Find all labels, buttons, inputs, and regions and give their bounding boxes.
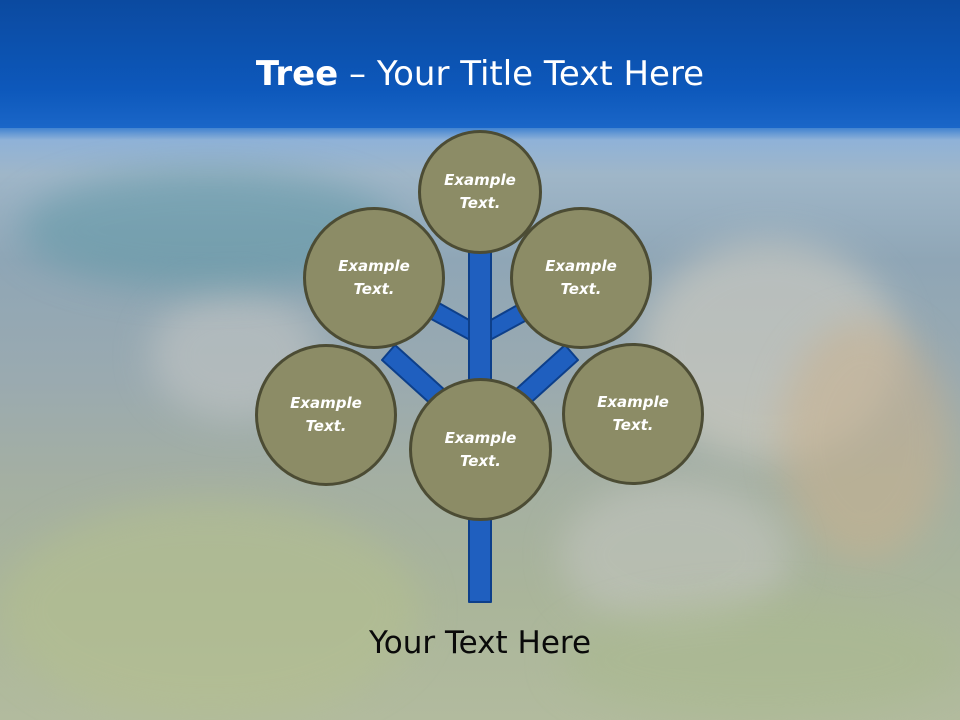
node-text-line1: Example [444, 428, 517, 447]
footer-text: Your Text Here [368, 625, 592, 661]
header-band [0, 0, 960, 128]
background-photo-grass [560, 600, 960, 720]
node-text-line1: Example [444, 171, 516, 189]
background-photo-rock [780, 320, 950, 560]
title-bold-word: Tree [255, 54, 339, 94]
node-text-line2: Text. [305, 417, 347, 435]
title-text: – Your Title Text Here [338, 54, 705, 94]
node-text-line1: Example [338, 257, 410, 275]
node-text-line1: Example [290, 394, 362, 412]
node-text-line2: Text. [353, 280, 395, 298]
node-text-line2: Text. [459, 194, 501, 212]
background-photo-grass [0, 500, 420, 720]
node-text-line2: Text. [560, 280, 602, 298]
node-text-line2: Text. [459, 451, 501, 470]
node-text-line1: Example [545, 257, 617, 275]
node-text-line1: Example [597, 393, 669, 411]
slide-title: Tree – Your Title Text Here [0, 52, 960, 96]
node-text-line2: Text. [612, 416, 654, 434]
